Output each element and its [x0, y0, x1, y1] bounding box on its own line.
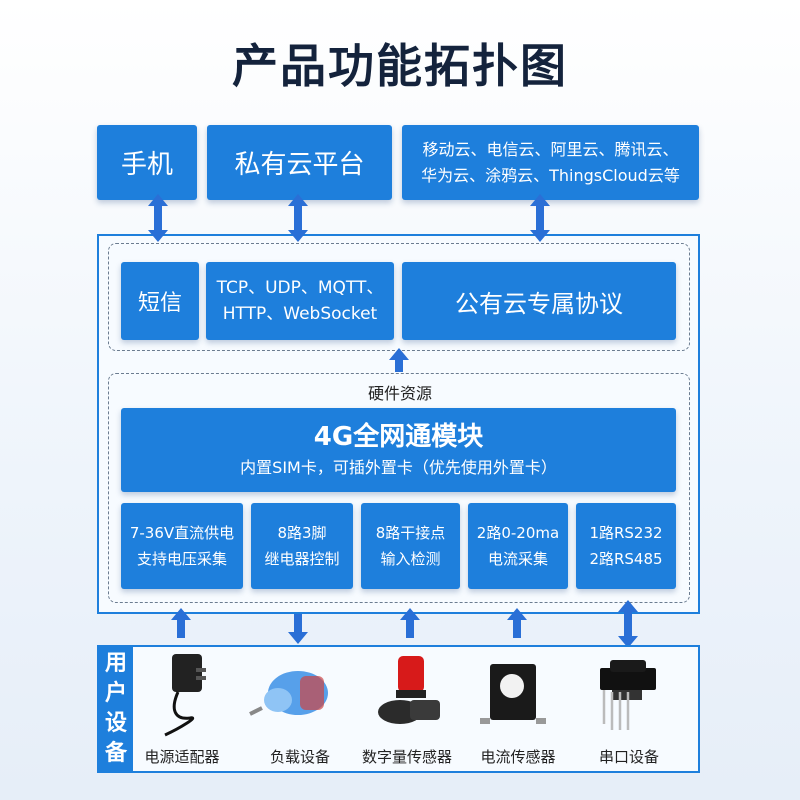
device-label-load: 负载设备 — [240, 746, 360, 767]
device-label-power-adapter: 电源适配器 — [122, 746, 242, 767]
device-label-serial: 串口设备 — [569, 746, 689, 767]
power-adapter-icon — [165, 654, 206, 735]
motor-icon — [250, 671, 328, 715]
device-label-current-sensor: 电流传感器 — [458, 746, 578, 767]
current-sensor-icon — [480, 664, 546, 724]
serial-device-icon — [600, 660, 656, 730]
device-label-digital-sensor: 数字量传感器 — [347, 746, 467, 767]
alarm-light-icon — [378, 656, 440, 724]
